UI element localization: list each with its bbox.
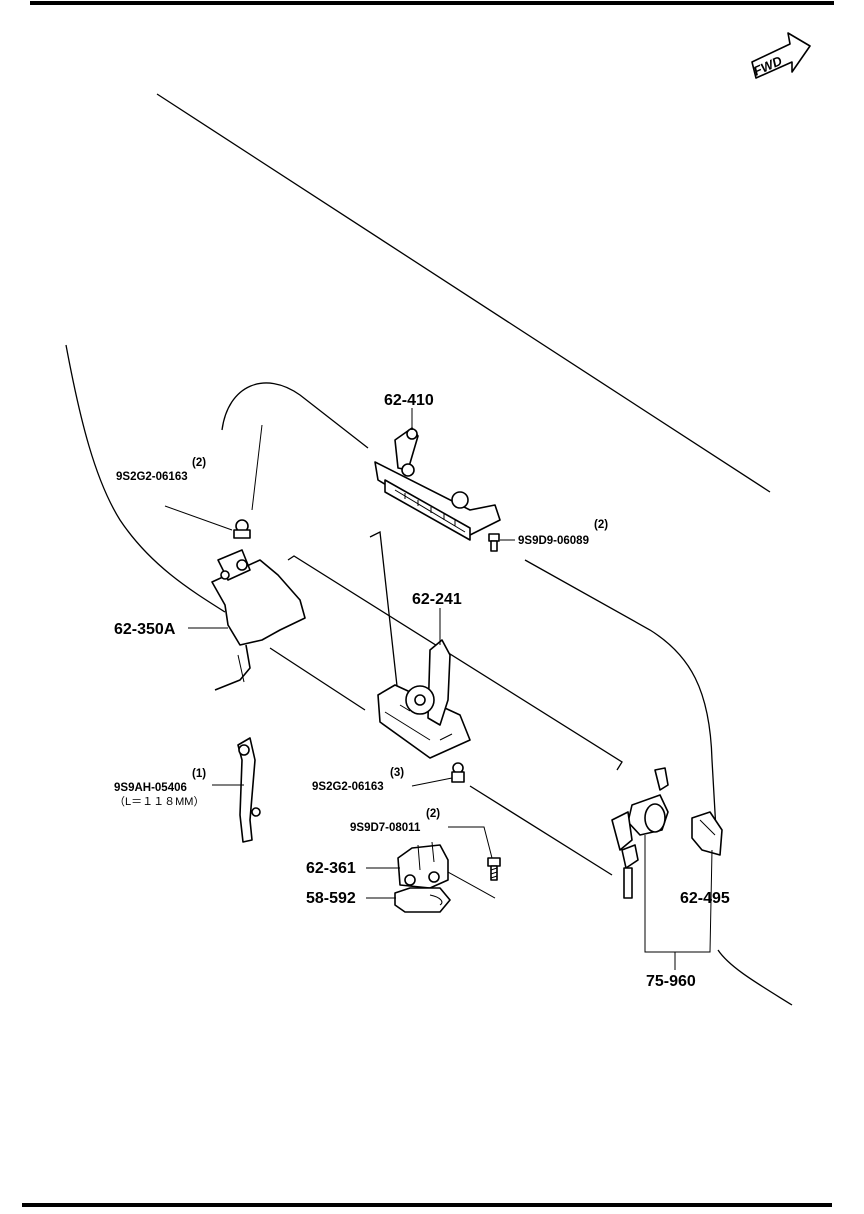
- label-9s9d7-08011: 9S9D7-08011: [350, 822, 421, 834]
- tailgate-outline: [65, 93, 793, 1006]
- note-9s9ah-05406-length: （L＝１１８MM）: [114, 795, 204, 808]
- label-75-960: 75-960: [646, 973, 696, 990]
- qty-9s9d7-08011: (2): [426, 808, 440, 820]
- qty-9s9ah-05406: (1): [192, 768, 206, 780]
- label-9s2g2-06163-mid: 9S2G2-06163: [312, 781, 384, 793]
- bolt-9s2g2-mid: [451, 762, 465, 783]
- bolt-9s2g2-top: [233, 519, 251, 539]
- part-62-361-striker: [397, 841, 449, 889]
- qty-9s2g2-06163-top: (2): [192, 457, 206, 469]
- part-58-592-pad: [394, 887, 451, 913]
- label-9s9d9-06089: 9S9D9-06089: [518, 535, 589, 547]
- label-62-410: 62-410: [384, 392, 434, 409]
- part-62-241-latch: [377, 639, 471, 759]
- latch-rod: [287, 531, 623, 771]
- screw-9s9d7: [487, 857, 501, 881]
- fwd-arrow-icon: FWD: [751, 32, 811, 79]
- qty-9s9d9-06089: (2): [594, 519, 608, 531]
- bolt-9s9d9: [488, 533, 500, 552]
- fwd-label: FWD: [751, 53, 785, 79]
- label-62-361: 62-361: [306, 860, 356, 877]
- label-62-350a: 62-350A: [114, 621, 176, 638]
- label-62-241: 62-241: [412, 591, 462, 608]
- label-62-495: 62-495: [680, 890, 730, 907]
- part-62-350a-bracket: [211, 549, 306, 691]
- qty-9s2g2-06163-mid: (3): [390, 767, 404, 779]
- part-62-495-clip: [691, 811, 723, 856]
- leader-lines: [164, 408, 713, 970]
- label-9s9ah-05406: 9S9AH-05406: [114, 782, 187, 794]
- part-9s9ah-05406-rod: [237, 737, 261, 843]
- label-58-592: 58-592: [306, 890, 356, 907]
- part-62-410-latch: [374, 427, 501, 541]
- part-75-960-key-cylinder: [611, 767, 669, 899]
- label-9s2g2-06163-top: 9S2G2-06163: [116, 471, 188, 483]
